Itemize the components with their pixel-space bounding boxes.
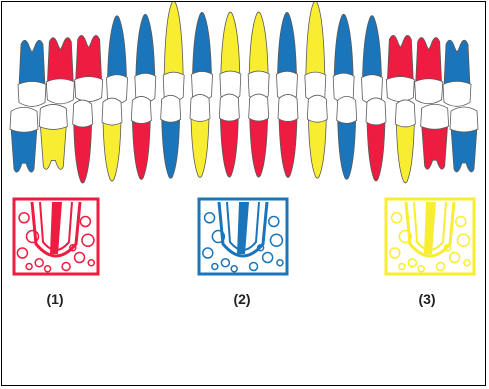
legend-label-3: (3) [407, 291, 447, 307]
legend-panel-2 [199, 199, 287, 274]
legend-panel-3 [386, 199, 474, 274]
legend-label-1: (1) [35, 291, 75, 307]
legend-label-2: (2) [222, 291, 262, 307]
legend-panel-1 [14, 199, 98, 274]
